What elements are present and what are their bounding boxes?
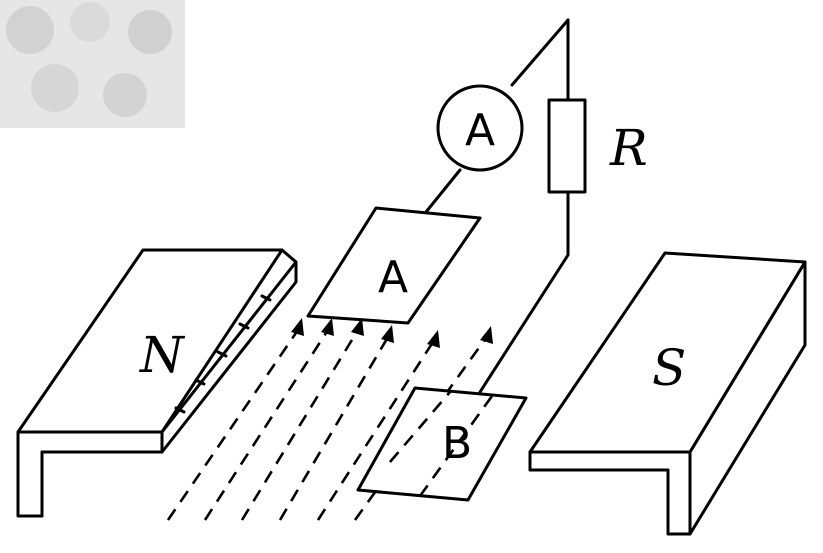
plate-a-label: A bbox=[378, 252, 408, 303]
resistor: R bbox=[547, 98, 648, 194]
field-lines bbox=[166, 318, 493, 521]
resistor-label: R bbox=[609, 119, 648, 177]
south-magnet-label: S bbox=[652, 339, 686, 397]
watermark-patch bbox=[0, 0, 185, 128]
plate-b-label: B bbox=[442, 418, 472, 469]
ammeter-label: A bbox=[465, 105, 495, 156]
magnet-notches bbox=[174, 294, 272, 414]
north-magnet: N bbox=[16, 248, 298, 518]
north-magnet-label: N bbox=[139, 326, 186, 384]
plate-b: B bbox=[356, 386, 528, 502]
circuit-wires bbox=[424, 18, 570, 394]
plate-a: A bbox=[306, 206, 482, 325]
south-magnet: S bbox=[528, 251, 807, 536]
ammeter: A bbox=[436, 84, 524, 172]
